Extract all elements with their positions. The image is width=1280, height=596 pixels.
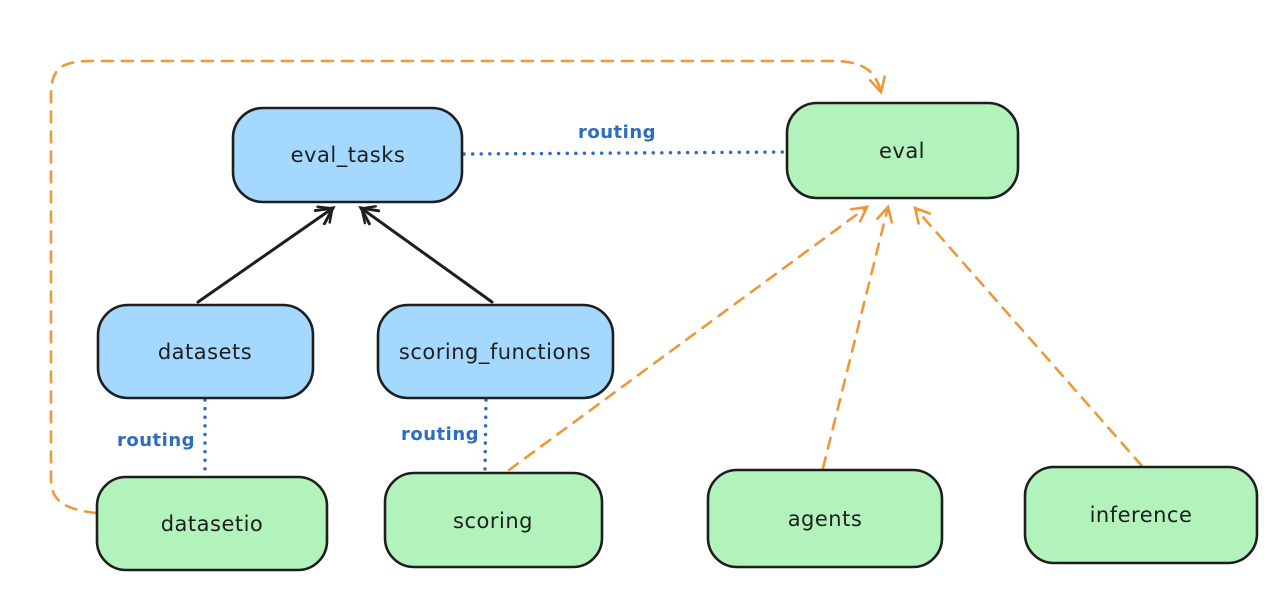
node-inference: inference [1023,465,1259,565]
node-agents: agents [706,468,944,569]
node-inference-label: inference [1090,503,1193,527]
node-eval-tasks: eval_tasks [231,106,464,204]
node-scoring-functions-box [376,303,615,400]
node-datasets-label: datasets [158,340,252,364]
edge-datasetio-to-eval-dashed-arrow [49,59,886,515]
node-scoring: scoring [383,471,604,569]
node-eval: eval [785,101,1020,200]
node-datasetio: datasetio [95,475,329,572]
node-inference-box [1023,465,1259,565]
node-eval-tasks-label: eval_tasks [291,143,406,168]
node-scoring-box [383,471,604,569]
routing-label-scoring-functions-scoring: routing [401,424,479,445]
routing-label-datasets-datasetio: routing [117,430,195,451]
edge-agents-to-eval-dashed-arrow [821,204,894,470]
edge-scoring-to-eval-dashed-arrow [507,205,870,472]
node-datasets: datasets [96,303,315,400]
node-scoring-functions-label: scoring_functions [399,340,591,365]
edge-inference-to-eval-dashed-arrow [913,205,1144,468]
node-scoring-functions: scoring_functions [376,303,615,400]
node-agents-label: agents [788,507,863,531]
edge-scoring-functions-to-eval-tasks-arrow [358,205,494,304]
node-eval-tasks-box [231,106,464,204]
node-eval-box [785,101,1020,200]
node-agents-box [706,468,944,569]
node-scoring-label: scoring [453,509,533,533]
node-datasetio-box [95,475,329,572]
node-datasetio-label: datasetio [161,512,264,536]
edge-scoring-functions-to-scoring-routing-dotted [483,398,488,472]
node-datasets-box [96,303,315,400]
edge-eval-tasks-to-eval-routing-dotted [462,150,788,156]
routing-label-eval-tasks-eval: routing [578,122,656,143]
edge-datasets-to-eval-tasks-arrow [196,205,336,304]
node-eval-label: eval [879,139,925,163]
